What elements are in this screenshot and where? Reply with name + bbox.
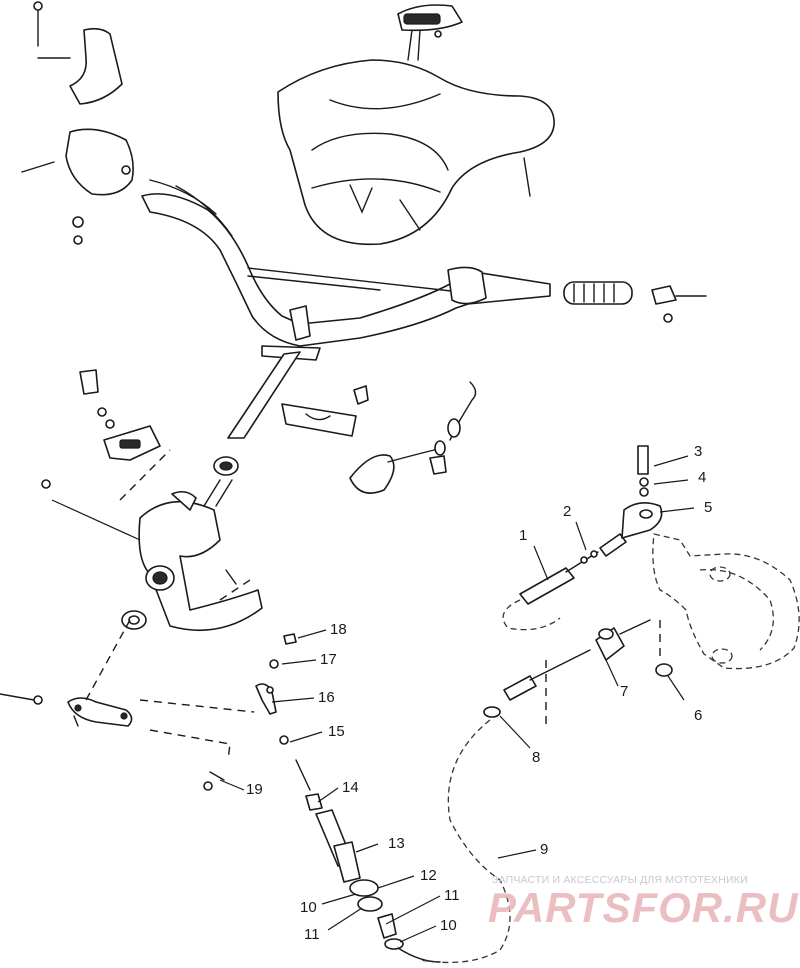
callout-3: 3 bbox=[694, 443, 703, 460]
pod-screw bbox=[523, 157, 531, 197]
brake-lever bbox=[0, 619, 255, 761]
throttle-cable-parts bbox=[255, 633, 441, 963]
switch-module bbox=[397, 4, 463, 61]
steering-bracket bbox=[41, 369, 263, 632]
callout-9: 9 bbox=[540, 841, 549, 858]
handlebar-pod bbox=[277, 59, 555, 246]
callout-14: 14 bbox=[342, 779, 359, 796]
handlebar bbox=[141, 179, 707, 347]
kill-switch bbox=[281, 381, 477, 494]
callout-11-right: 11 bbox=[444, 887, 460, 904]
callout-13: 13 bbox=[388, 835, 405, 852]
callout-7: 7 bbox=[620, 683, 629, 700]
callout-17: 17 bbox=[320, 651, 337, 668]
callout-8: 8 bbox=[532, 749, 541, 766]
carburetor-outline bbox=[652, 533, 800, 670]
watermark-brand: PARTSFOR.RU bbox=[488, 884, 799, 931]
callout-10-upper: 10 bbox=[300, 899, 317, 916]
callout-5: 5 bbox=[704, 499, 713, 516]
callout-6: 6 bbox=[694, 707, 703, 724]
callout-leaders bbox=[203, 455, 695, 943]
callout-1: 1 bbox=[519, 527, 528, 544]
watermark-caption: ЗАПЧАСТИ И АКСЕССУАРЫ ДЛЯ МОТОТЕХНИКИ bbox=[492, 874, 748, 886]
callout-16: 16 bbox=[318, 689, 335, 706]
callout-11-lower: 11 bbox=[304, 926, 320, 943]
callout-12: 12 bbox=[420, 867, 437, 884]
callout-18: 18 bbox=[330, 621, 347, 638]
callout-4: 4 bbox=[698, 469, 707, 486]
throttle-cable-right bbox=[419, 445, 673, 964]
throttle-housing bbox=[21, 1, 134, 245]
callout-2: 2 bbox=[563, 503, 572, 520]
steering-post bbox=[203, 305, 321, 507]
callout-19: 19 bbox=[246, 781, 263, 798]
callout-15: 15 bbox=[328, 723, 345, 740]
callout-10-right: 10 bbox=[440, 917, 457, 934]
